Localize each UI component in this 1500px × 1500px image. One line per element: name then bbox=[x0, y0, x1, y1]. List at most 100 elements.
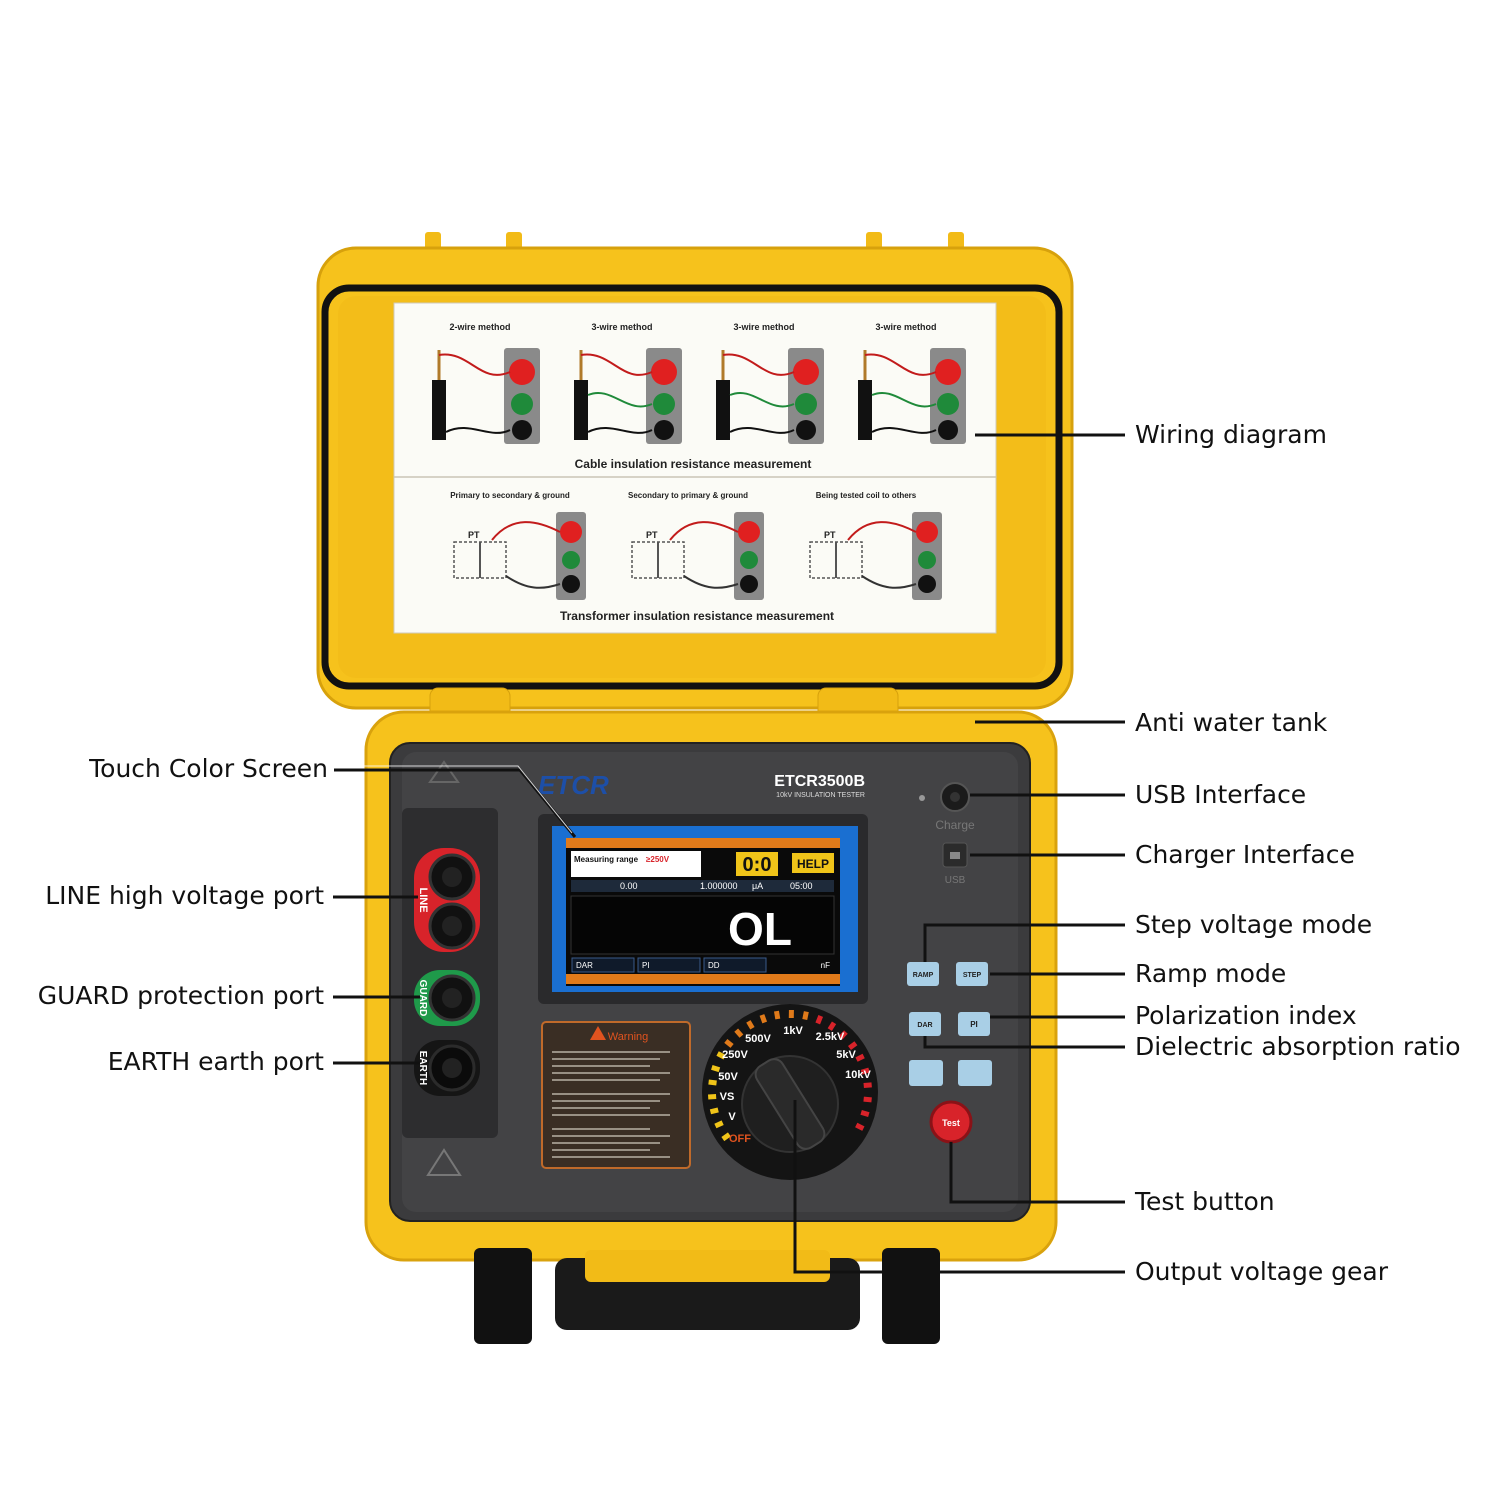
wiring-diagram-card: 2-wire method 3-wire method 3-wire method 3… bbox=[393, 302, 997, 634]
leader-lines bbox=[333, 433, 1125, 1274]
cable-diagram bbox=[574, 348, 682, 444]
dial-arc-segment bbox=[711, 1064, 721, 1073]
screen-tab[interactable] bbox=[637, 957, 701, 973]
pt-label: PT bbox=[468, 530, 480, 540]
screen-voltage: 0.00 bbox=[620, 881, 638, 891]
dial-arc-segment bbox=[863, 1082, 872, 1089]
dial-arc-segment bbox=[708, 1079, 717, 1086]
cable-method-title: 3-wire method bbox=[875, 322, 936, 332]
callout-dielectric-absorption-ratio: Dielectric absorption ratio bbox=[1135, 1032, 1461, 1061]
screen-tab[interactable] bbox=[703, 957, 767, 973]
callout-output-voltage-gear: Output voltage gear bbox=[1135, 1257, 1388, 1286]
usb-label: Charge bbox=[935, 818, 975, 832]
transformer-diagram: PT bbox=[809, 512, 942, 600]
dial-arc-segment bbox=[759, 1014, 768, 1024]
dial-arc-segment bbox=[746, 1020, 755, 1030]
dial-arc-segment bbox=[815, 1015, 824, 1025]
transformer-caption: Transformer insulation resistance measur… bbox=[560, 609, 834, 623]
dial-arc-segment bbox=[863, 1096, 872, 1103]
warning-plate: Warning bbox=[541, 1021, 691, 1169]
dial-position-label: 2.5kV bbox=[816, 1031, 845, 1043]
callout-polarization-index: Polarization index bbox=[1135, 1001, 1357, 1030]
transformer-title: Primary to secondary & ground bbox=[450, 491, 570, 500]
usb-interface[interactable]: Charge bbox=[919, 782, 975, 832]
pt-label: PT bbox=[646, 530, 658, 540]
dial-position-label: 10kV bbox=[845, 1069, 871, 1081]
screen-tab[interactable] bbox=[571, 957, 635, 973]
guard-port-label: GUARD bbox=[417, 980, 428, 1017]
dial-arc-segment bbox=[860, 1067, 870, 1075]
dial-position-label: 1kV bbox=[783, 1025, 803, 1037]
dial-position-label: 5kV bbox=[836, 1049, 856, 1061]
cable-method-title: 3-wire method bbox=[733, 322, 794, 332]
dial-arc-segment bbox=[802, 1011, 809, 1020]
dial-arc-segment bbox=[860, 1109, 870, 1118]
screen-timer: 0:0 bbox=[743, 854, 772, 876]
screen-tab-label: DAR bbox=[576, 961, 593, 970]
dial-arc-segment bbox=[847, 1041, 858, 1050]
line-port-label: LINE bbox=[417, 887, 429, 912]
transformer-title: Being tested coil to others bbox=[816, 491, 917, 500]
screen-tab-label: PI bbox=[642, 961, 650, 970]
earth-port-label: EARTH bbox=[417, 1051, 428, 1085]
callout-guard-port: GUARD protection port bbox=[37, 981, 324, 1010]
blank-button-right[interactable] bbox=[958, 1060, 992, 1086]
dial-arc-segment bbox=[716, 1051, 726, 1060]
ramp-button-label: RAMP bbox=[913, 972, 934, 979]
callout-usb-interface: USB Interface bbox=[1135, 780, 1307, 809]
pi-button[interactable]: PI bbox=[958, 1012, 990, 1036]
guard-port[interactable]: GUARD bbox=[414, 970, 480, 1026]
dial-position-label: 50V bbox=[718, 1071, 738, 1083]
warning-title: Warning bbox=[608, 1031, 649, 1043]
ramp-button[interactable]: RAMP bbox=[907, 962, 939, 986]
screen-help-button[interactable]: HELP bbox=[797, 857, 829, 871]
cable-diagram bbox=[432, 348, 540, 444]
callout-anti-water-tank: Anti water tank bbox=[1135, 708, 1328, 737]
dial-arc-segment bbox=[774, 1010, 781, 1020]
transformer-title: Secondary to primary & ground bbox=[628, 491, 748, 500]
screen-current-unit: μA bbox=[752, 881, 763, 891]
dial-arc-segment bbox=[855, 1122, 865, 1131]
pi-button-label: PI bbox=[970, 1020, 978, 1029]
charger-interface[interactable]: USB bbox=[942, 842, 968, 886]
dial-arc-segment bbox=[838, 1030, 848, 1040]
dial-arc-segment bbox=[714, 1120, 724, 1129]
dial-arc-segment bbox=[724, 1038, 734, 1048]
dial-arc-segment bbox=[709, 1107, 719, 1115]
model-name: ETCR3500B bbox=[774, 773, 865, 790]
screen-measuring-value: ≥250V bbox=[646, 855, 670, 864]
callout-test-button: Test button bbox=[1135, 1187, 1275, 1216]
line-port[interactable]: LINE bbox=[414, 848, 480, 952]
touch-color-screen[interactable]: Measuring range ≥250V 0:0 HELP 0.00 1.00… bbox=[538, 814, 868, 1004]
pt-label: PT bbox=[824, 530, 836, 540]
callout-step-voltage-mode: Step voltage mode bbox=[1135, 910, 1373, 939]
callout-ramp-mode: Ramp mode bbox=[1135, 959, 1287, 988]
test-button[interactable]: Test bbox=[929, 1100, 973, 1144]
dial-arc-segment bbox=[734, 1028, 744, 1038]
step-button[interactable]: STEP bbox=[956, 962, 988, 986]
test-button-label: Test bbox=[942, 1118, 960, 1128]
earth-port[interactable]: EARTH bbox=[414, 1040, 480, 1096]
cable-method-title: 2-wire method bbox=[449, 322, 510, 332]
transformer-diagram: PT bbox=[631, 512, 764, 600]
dial-position-label: OFF bbox=[729, 1133, 751, 1145]
cable-diagram bbox=[716, 348, 824, 444]
cable-diagram bbox=[858, 348, 966, 444]
screen-time: 05:00 bbox=[790, 881, 813, 891]
transformer-diagram: PT bbox=[453, 512, 586, 600]
callout-touch-color-screen: Touch Color Screen bbox=[89, 754, 328, 783]
cable-caption: Cable insulation resistance measurement bbox=[575, 457, 812, 471]
model-subtitle: 10kV INSULATION TESTER bbox=[776, 792, 865, 799]
dial-arc-segment bbox=[855, 1053, 865, 1062]
dar-button[interactable]: DAR bbox=[909, 1012, 941, 1036]
callout-line-port: LINE high voltage port bbox=[45, 881, 324, 910]
charger-label: USB bbox=[945, 875, 966, 886]
dial-arc-segment bbox=[721, 1132, 731, 1142]
screen-current: 1.000000 bbox=[700, 881, 738, 891]
cable-method-title: 3-wire method bbox=[591, 322, 652, 332]
blank-button-left[interactable] bbox=[909, 1060, 943, 1086]
dar-button-label: DAR bbox=[917, 1022, 932, 1029]
screen-tab-label: DD bbox=[708, 961, 720, 970]
